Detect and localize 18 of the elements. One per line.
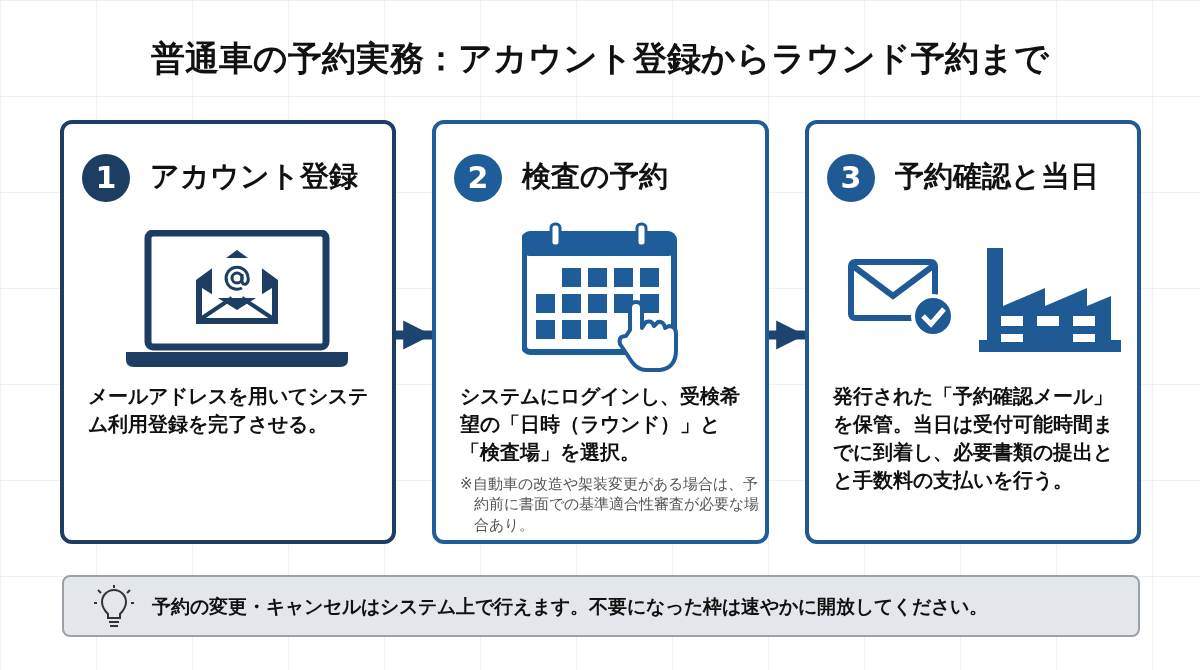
step-card [432, 120, 769, 544]
number-badge: 2 [454, 154, 502, 202]
step-description: メールアドレスを用いてシステム利用登録を完了させる。 [88, 383, 369, 438]
step-heading: アカウント登録 [150, 158, 358, 195]
number-badge: 1 [82, 154, 130, 202]
tip-bar [62, 575, 1140, 637]
step-heading: 検査の予約 [522, 158, 668, 195]
arrow [769, 320, 805, 350]
title: 普通車の予約実務：アカウント登録からラウンド予約まで [151, 37, 1049, 80]
tip-text: 予約の変更・キャンセルはシステム上で行えます。不要になった枠は速やかに開放してください。 [152, 594, 988, 619]
step-heading: 予約確認と当日 [895, 158, 1099, 195]
footnote: ※自動車の改造や架装変更がある場合は、予約前に書面での基準適合性審査が必要な場合あり。 [460, 474, 760, 535]
step-description: 発行された「予約確認メール」を保管。当日は受付可能時間までに到着し、必要書類の提出とと手数料の支払いを行う。 [833, 383, 1114, 494]
step-description: システムにログインし、受検希望の「日時（ラウンド）」と「検査場」を選択。 [460, 383, 741, 466]
step-card [60, 120, 396, 544]
step-card [805, 120, 1141, 544]
arrow [396, 320, 432, 350]
number-badge: 3 [827, 154, 875, 202]
